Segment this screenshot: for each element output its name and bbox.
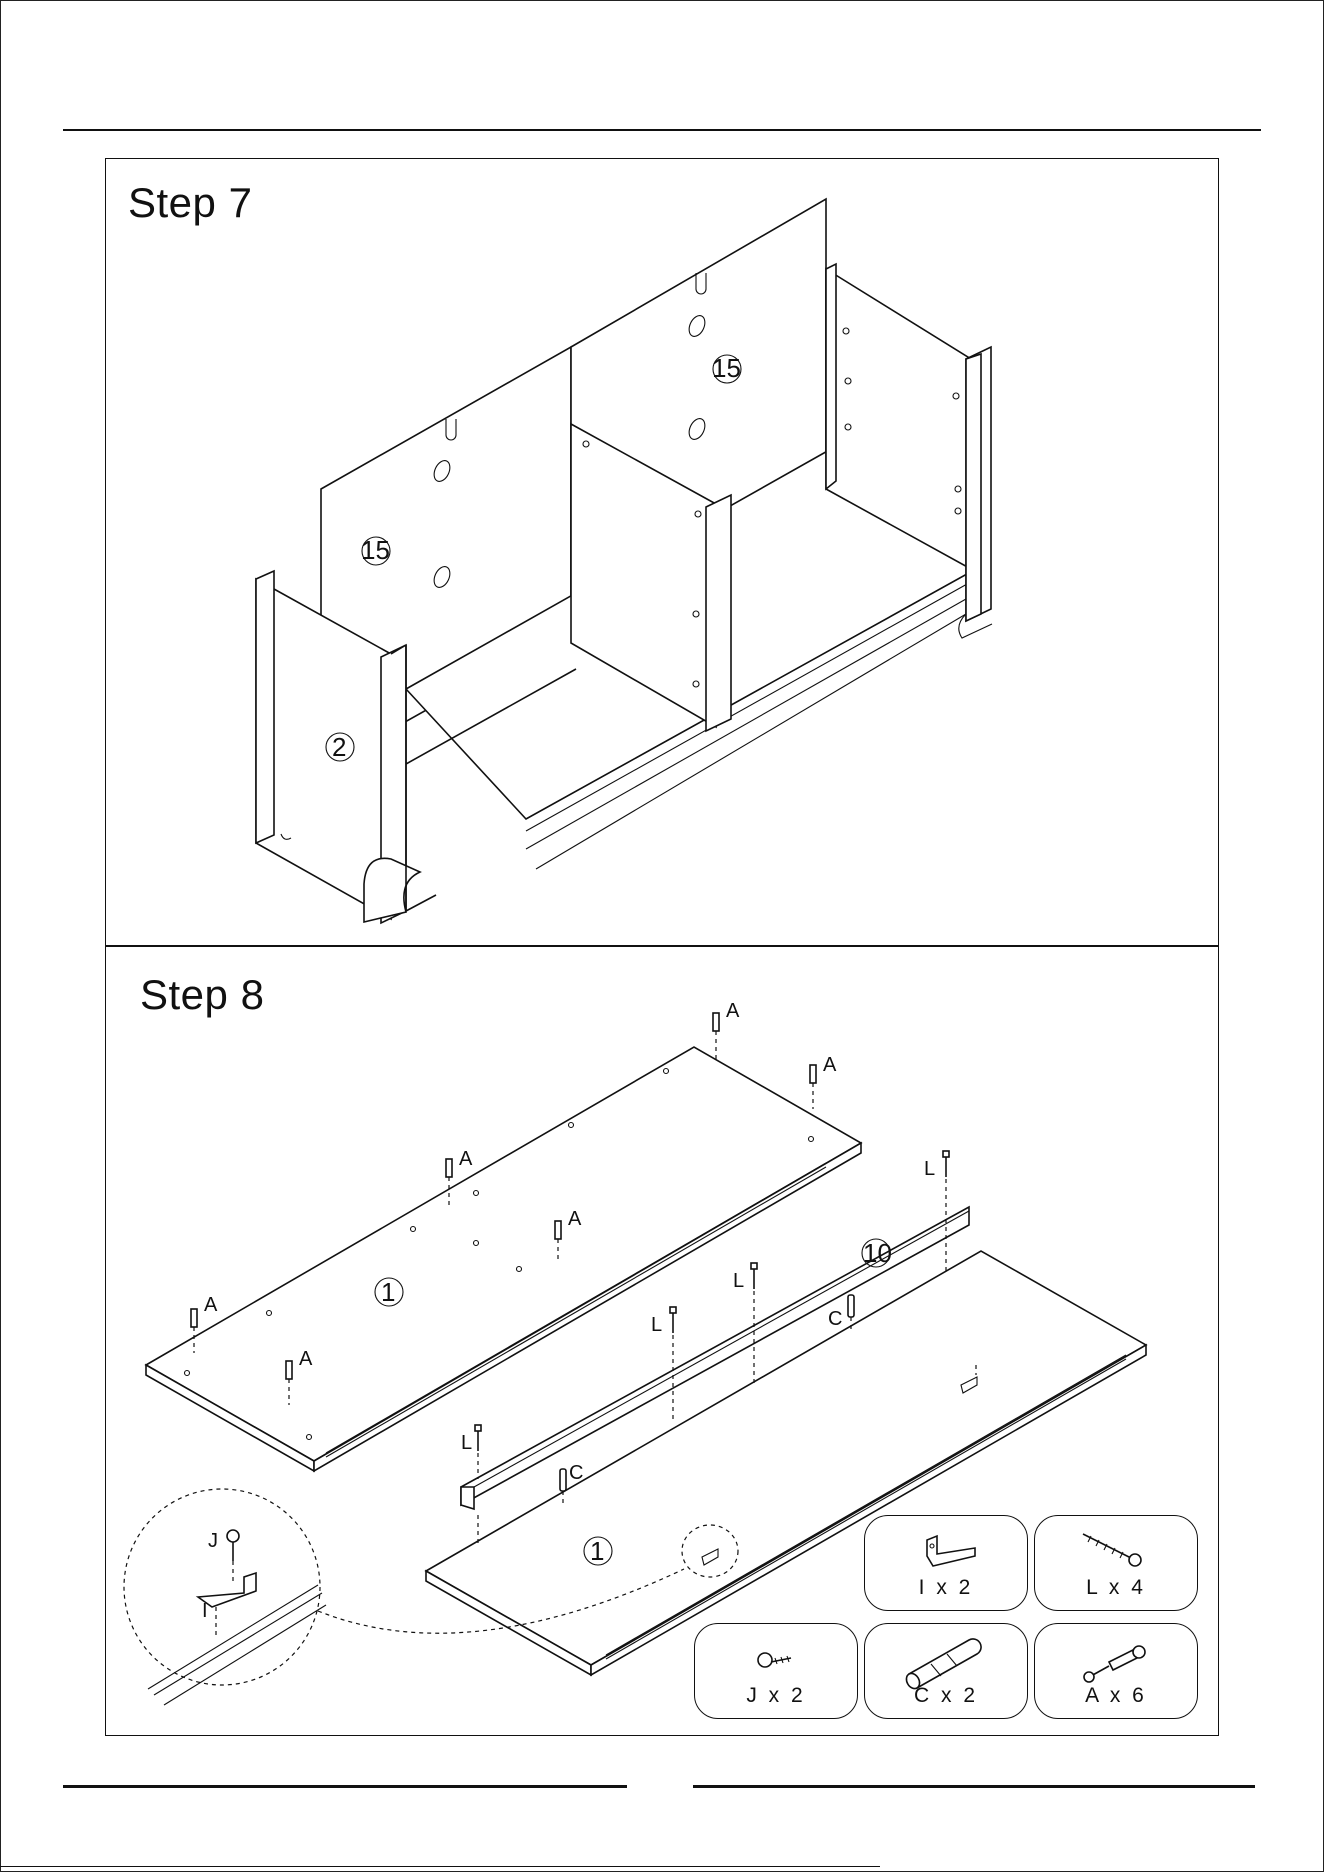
label-i: I bbox=[202, 1600, 208, 1622]
hardware-box-j: J x 2 bbox=[694, 1623, 858, 1719]
top-rule bbox=[63, 129, 1261, 131]
label-a-2: A bbox=[823, 1054, 837, 1076]
label-a-1: A bbox=[726, 1000, 740, 1022]
step-7-illustration: 15 15 2 bbox=[106, 159, 1220, 947]
short-screw-icon bbox=[758, 1653, 791, 1667]
label-a-6: A bbox=[299, 1348, 313, 1370]
part-callout-2: 2 bbox=[332, 732, 346, 762]
hardware-box-a: A x 6 bbox=[1034, 1623, 1198, 1719]
hardware-box-c: C x 2 bbox=[864, 1623, 1028, 1719]
hardware-qty-a: A x 6 bbox=[1035, 1684, 1197, 1708]
label-l-1: L bbox=[924, 1158, 935, 1180]
bottom-rule-left bbox=[63, 1785, 627, 1788]
label-l-3: L bbox=[651, 1314, 662, 1336]
hardware-qty-l: L x 4 bbox=[1035, 1576, 1197, 1600]
part-callout-1-bottom: 1 bbox=[590, 1536, 604, 1566]
label-a-5: A bbox=[204, 1294, 218, 1316]
hardware-qty-j: J x 2 bbox=[695, 1684, 857, 1708]
label-a-3: A bbox=[459, 1148, 473, 1170]
label-a-4: A bbox=[568, 1208, 582, 1230]
step-8-panel: Step 8 A A bbox=[105, 946, 1219, 1736]
cam-bolt-icon bbox=[1084, 1646, 1145, 1682]
label-j: J bbox=[208, 1530, 218, 1552]
step-7-panel: Step 7 bbox=[105, 158, 1219, 946]
hardware-box-l: L x 4 bbox=[1034, 1515, 1198, 1611]
step-8-illustration: A A A A A A 1 10 1 bbox=[106, 947, 1220, 1737]
l-bracket-icon bbox=[927, 1536, 975, 1566]
label-c-1: C bbox=[828, 1308, 842, 1330]
hardware-qty-c: C x 2 bbox=[865, 1684, 1027, 1708]
part-callout-1-top: 1 bbox=[381, 1277, 395, 1307]
label-l-4: L bbox=[461, 1432, 472, 1454]
hardware-box-i: I x 2 bbox=[864, 1515, 1028, 1611]
wood-screw-icon bbox=[1083, 1534, 1141, 1566]
footer-rule bbox=[0, 1866, 880, 1867]
hardware-qty-i: I x 2 bbox=[865, 1576, 1027, 1600]
label-l-2: L bbox=[733, 1270, 744, 1292]
label-c-2: C bbox=[569, 1462, 583, 1484]
part-callout-10: 10 bbox=[863, 1238, 892, 1268]
bottom-rule-right bbox=[693, 1785, 1255, 1788]
